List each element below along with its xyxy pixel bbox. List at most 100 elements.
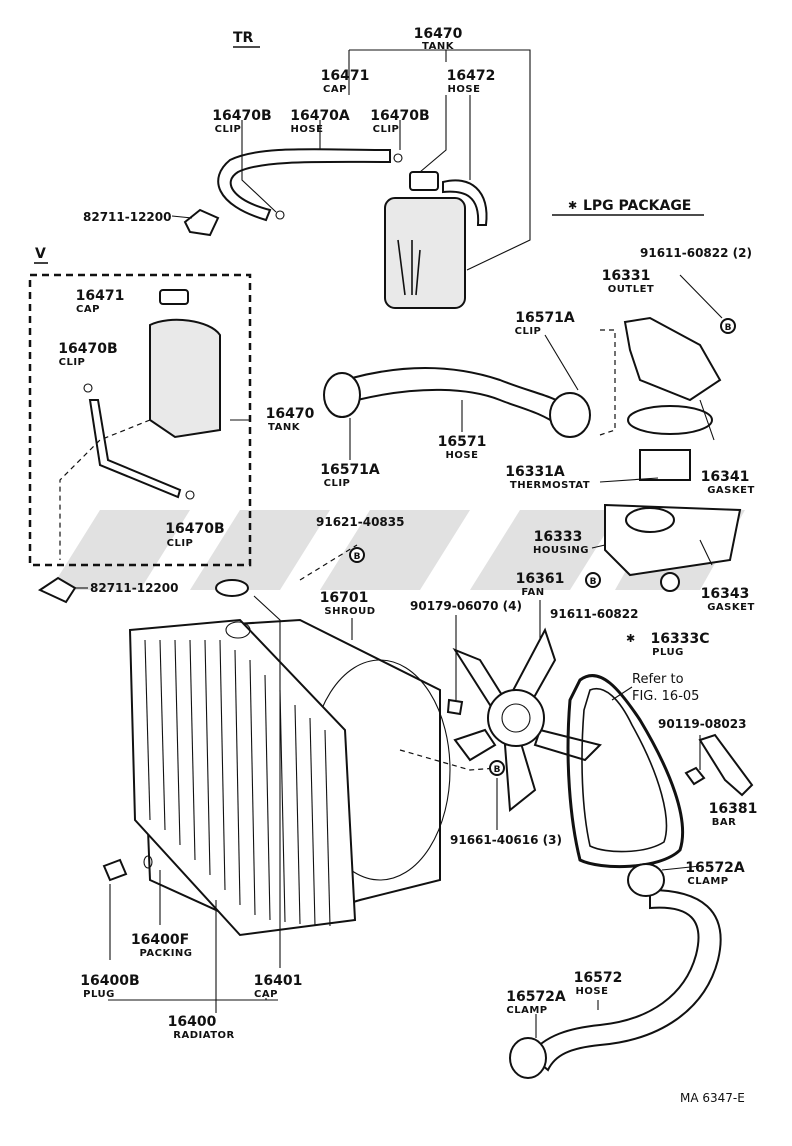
part-label: GASKET (707, 485, 755, 496)
part-label: 91661-40616 (3) (450, 833, 562, 847)
part-label: CLIP (373, 124, 400, 135)
thermostat (639, 449, 691, 481)
tr-heading: TR (233, 30, 254, 46)
part-label: Refer to (632, 672, 684, 687)
lpg-star-icon: ✱ (568, 199, 577, 212)
part-label: B (494, 765, 501, 775)
tank-cap (409, 171, 439, 191)
tr-tank-assembly (171, 49, 531, 309)
part-label: 82711-12200 (90, 581, 178, 595)
part-label: 91611-60822 (2) (640, 246, 752, 260)
part-label: 16343 (701, 586, 750, 602)
bolt-markers: B B B B (349, 318, 736, 776)
part-label: 16470B (212, 108, 271, 124)
part-label: GASKET (707, 602, 755, 613)
part-label: 16470B (370, 108, 429, 124)
part-label: 16572A (506, 989, 566, 1005)
marker-b-icon (349, 547, 365, 563)
part-label: 90179-06070 (4) (410, 599, 522, 613)
part-label: 16400 (168, 1014, 217, 1030)
part-label: HOSE (291, 124, 324, 135)
marker-b-icon (489, 760, 505, 776)
v-tank-assembly (28, 273, 252, 604)
upper-clip-left (323, 372, 361, 418)
fan-hub (487, 689, 545, 747)
part-label: 16341 (701, 469, 750, 485)
part-label: 16401 (254, 973, 303, 989)
lower-hose (528, 888, 722, 1072)
reservoir-tank (384, 197, 466, 309)
part-label: OUTLET (608, 284, 654, 295)
part-label: CLIP (59, 357, 86, 368)
part-label: THERMOSTAT (510, 480, 590, 491)
part-label: CLIP (324, 478, 351, 489)
part-label: B (725, 323, 732, 333)
part-label: CLIP (167, 538, 194, 549)
water-outlet (623, 316, 722, 402)
part-label: 16571 (438, 434, 487, 450)
part-label: CAP (254, 989, 278, 1000)
part-label: TANK (422, 41, 455, 52)
part-label: 16331 (602, 268, 651, 284)
part-label: 91611-60822 (550, 607, 638, 621)
part-label: TANK (268, 422, 301, 433)
upper-hose (350, 367, 567, 427)
lpg-heading: LPG PACKAGE (583, 198, 691, 214)
part-label: 16571A (320, 462, 380, 478)
part-label: FIG. 16-05 (632, 689, 699, 704)
part-label: CAP (323, 84, 347, 95)
overflow-hose (442, 179, 488, 226)
part-label: CLAMP (687, 876, 728, 887)
adjusting-bar (698, 733, 754, 797)
part-label: RADIATOR (173, 1030, 234, 1041)
part-label: 90119-08023 (658, 717, 746, 731)
part-label: 16361 (516, 571, 565, 587)
part-label: 16472 (447, 68, 496, 84)
lower-clamp-lower (509, 1037, 547, 1079)
part-label: CLIP (215, 124, 242, 135)
part-label: 91621-40835 (316, 515, 404, 529)
lower-hose-assembly (509, 863, 722, 1079)
part-label: B (354, 552, 361, 562)
part-label: 16331A (505, 464, 565, 480)
cooling-fan (446, 600, 602, 830)
v-tank-cap (159, 289, 189, 305)
tank-tr-num: 16470 (414, 26, 463, 42)
fan-belt-and-bar (566, 674, 754, 868)
part-label: 16333C (651, 631, 710, 647)
part-label: 16470B (58, 341, 117, 357)
lpg-plug (660, 572, 680, 592)
part-label: CLAMP (506, 1005, 547, 1016)
outlet-gasket (627, 405, 713, 435)
lower-clamp-upper (627, 863, 665, 897)
drain-plug (102, 858, 128, 882)
tr-bolt (183, 208, 220, 237)
part-label: PLUG (83, 989, 115, 1000)
reference-code: MA 6347-E (680, 1091, 745, 1105)
marker-b-icon (585, 572, 601, 588)
part-label: 16572A (685, 860, 745, 876)
upper-hose-assembly (323, 334, 591, 460)
part-label: 16470 (266, 406, 315, 422)
radiator-assembly (102, 544, 498, 1013)
fan-blade (503, 738, 537, 812)
fan-blade (453, 728, 497, 762)
part-label: PLUG (652, 647, 684, 658)
fan-belt (566, 674, 685, 868)
part-label: 16471 (321, 68, 370, 84)
v-hose (88, 399, 182, 499)
part-label: 16333 (534, 529, 583, 545)
part-label: 16400B (80, 973, 139, 989)
part-label: CLIP (515, 326, 542, 337)
part-label: HOSE (446, 450, 479, 461)
part-label: 16471 (76, 288, 125, 304)
radiator-cap (215, 579, 249, 597)
part-label: CAP (76, 304, 100, 315)
upper-clip-right (549, 392, 591, 438)
part-label: PACKING (139, 948, 192, 959)
v-heading: V (35, 246, 46, 262)
tr-hose (217, 148, 391, 222)
part-label: HOSE (576, 986, 609, 997)
part-label: 82711-12200 (83, 210, 171, 224)
